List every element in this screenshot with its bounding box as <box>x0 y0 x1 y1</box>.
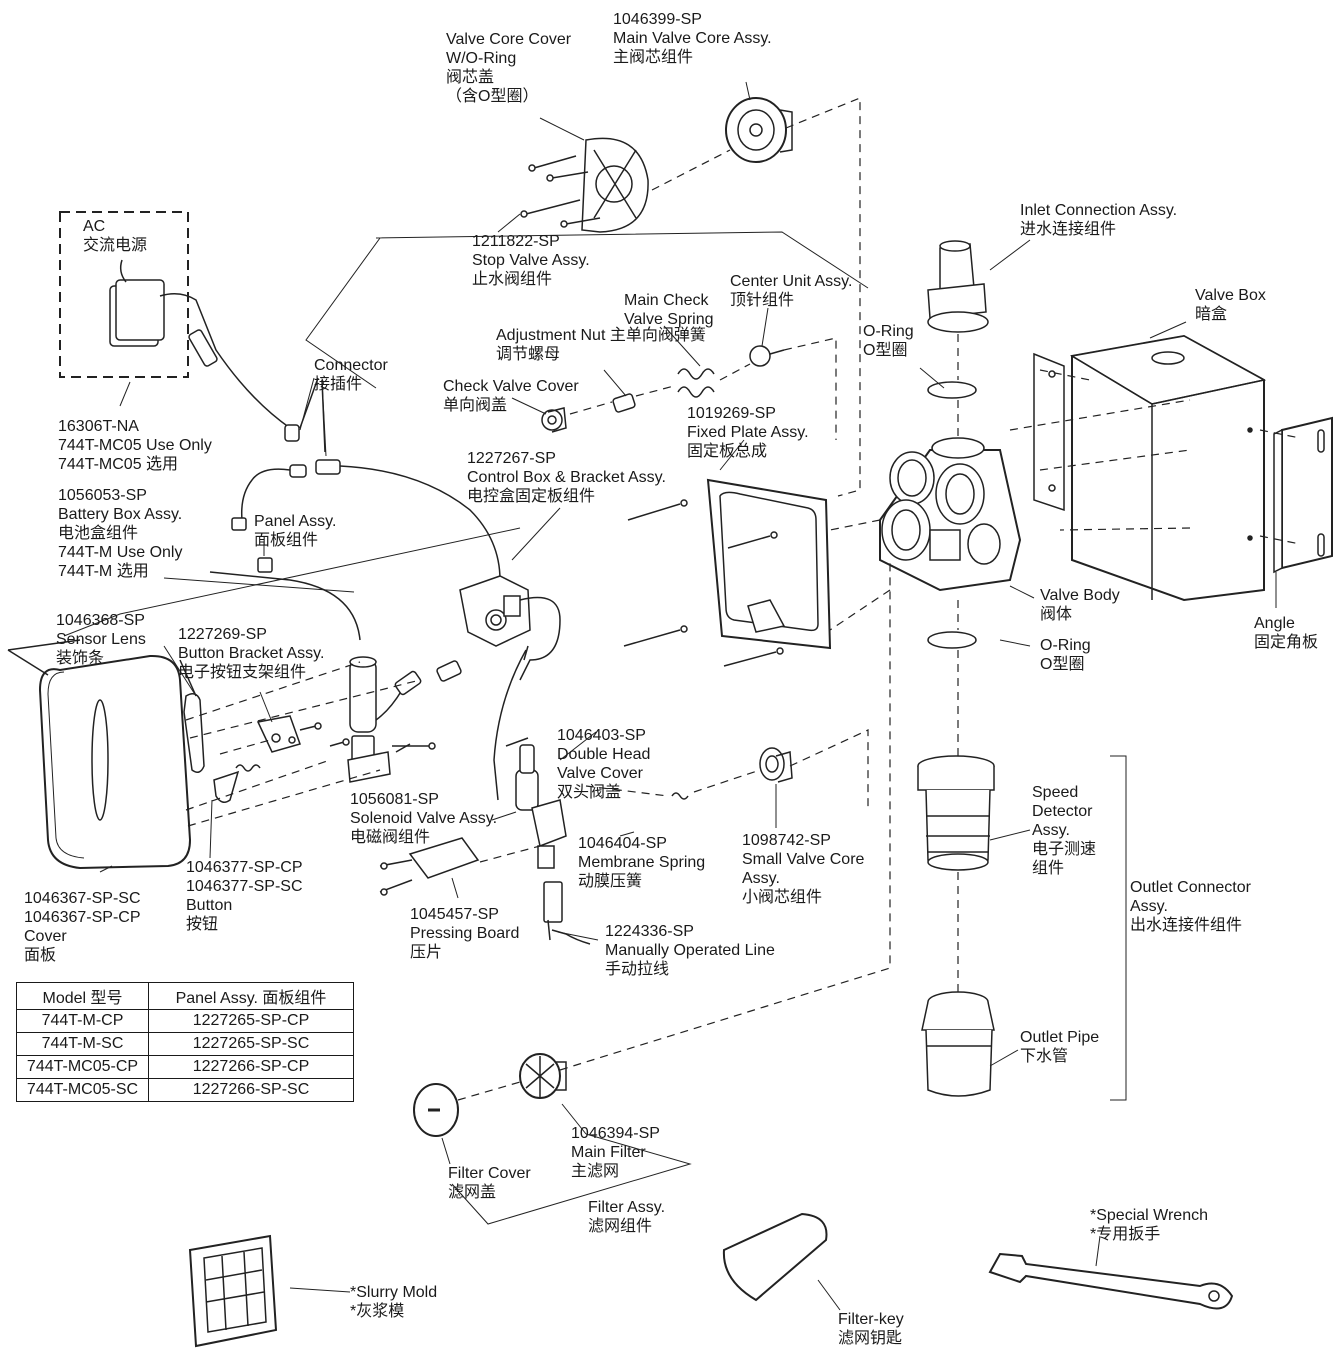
connector-cables <box>231 377 501 581</box>
table-header-model: Model 型号 <box>16 982 149 1010</box>
assembly-dashed-lines <box>185 97 1301 1101</box>
inlet-connection-label: Inlet Connection Assy.进水连接组件 <box>1020 202 1178 238</box>
table-row: 744T-M-CP 1227265-SP-CP <box>16 1009 354 1033</box>
filter-assy-label: Filter Assy.滤网组件 <box>588 1199 666 1235</box>
table-row: 744T-M-SC 1227265-SP-SC <box>16 1032 354 1056</box>
check-valve-cluster <box>541 345 785 433</box>
membrane-spring <box>671 792 689 800</box>
outlet-pipe <box>921 991 995 1097</box>
fixed-plate <box>706 478 832 650</box>
battery-box <box>209 557 462 783</box>
table-row: 744T-MC05-CP 1227266-SP-CP <box>16 1055 354 1079</box>
main-filter <box>519 1053 567 1099</box>
ac-power-module <box>59 211 300 442</box>
valve-body <box>879 437 1022 592</box>
long-screws <box>623 499 784 667</box>
special-wrench <box>988 1252 1234 1310</box>
control-box-bracket <box>459 575 561 681</box>
o-ring-top <box>927 381 977 399</box>
table-header-row: Model 型号 Panel Assy. 面板组件 <box>16 982 354 1010</box>
solenoid-valve <box>493 649 567 869</box>
table-cell-panel: 1227266-SP-SC <box>148 1078 354 1102</box>
o-ring-bottom <box>927 631 977 649</box>
filter-cover <box>413 1083 459 1137</box>
angle-bracket <box>1247 416 1333 574</box>
main-valve-core <box>725 97 793 163</box>
inlet-connection <box>927 240 989 333</box>
slurry-mold <box>188 1234 278 1348</box>
slurry-mold-label: *Slurry Mold*灰浆模 <box>350 1284 438 1320</box>
table-cell-model: 744T-MC05-SC <box>16 1078 149 1102</box>
table-cell-model: 744T-MC05-CP <box>16 1055 149 1079</box>
filter-key <box>722 1212 828 1302</box>
table-cell-panel: 1227265-SP-CP <box>148 1009 354 1033</box>
table-header-panel: Panel Assy. 面板组件 <box>148 982 354 1010</box>
adjustment-nut-label: Adjustment Nut 主单向阀弹簧调节螺母 <box>496 327 706 363</box>
table-cell-model: 744T-M-SC <box>16 1032 149 1056</box>
valve-core-cover <box>520 137 649 233</box>
valve-box <box>1033 334 1267 602</box>
sensor-lens-and-button <box>179 659 261 803</box>
table-cell-panel: 1227266-SP-CP <box>148 1055 354 1079</box>
model-panel-table: Model 型号 Panel Assy. 面板组件 744T-M-CP 1227… <box>16 982 354 1102</box>
special-wrench-label: *Special Wrench*专用扳手 <box>1090 1207 1208 1243</box>
button-bracket <box>256 715 301 753</box>
table-cell-panel: 1227265-SP-SC <box>148 1032 354 1056</box>
table-cell-model: 744T-M-CP <box>16 1009 149 1033</box>
table-row: 744T-MC05-SC 1227266-SP-SC <box>16 1078 354 1102</box>
manual-line <box>543 881 591 945</box>
center-unit-label: Center Unit Assy.顶针组件 <box>730 273 853 309</box>
panel-assy-label: Panel Assy.面板组件 <box>254 513 337 549</box>
small-valve-core <box>759 747 793 783</box>
pressing-board <box>379 837 480 896</box>
speed-detector <box>917 755 995 871</box>
panel-cover <box>7 639 192 870</box>
bracket-screws <box>299 722 436 753</box>
leader-lines <box>63 81 1277 1311</box>
